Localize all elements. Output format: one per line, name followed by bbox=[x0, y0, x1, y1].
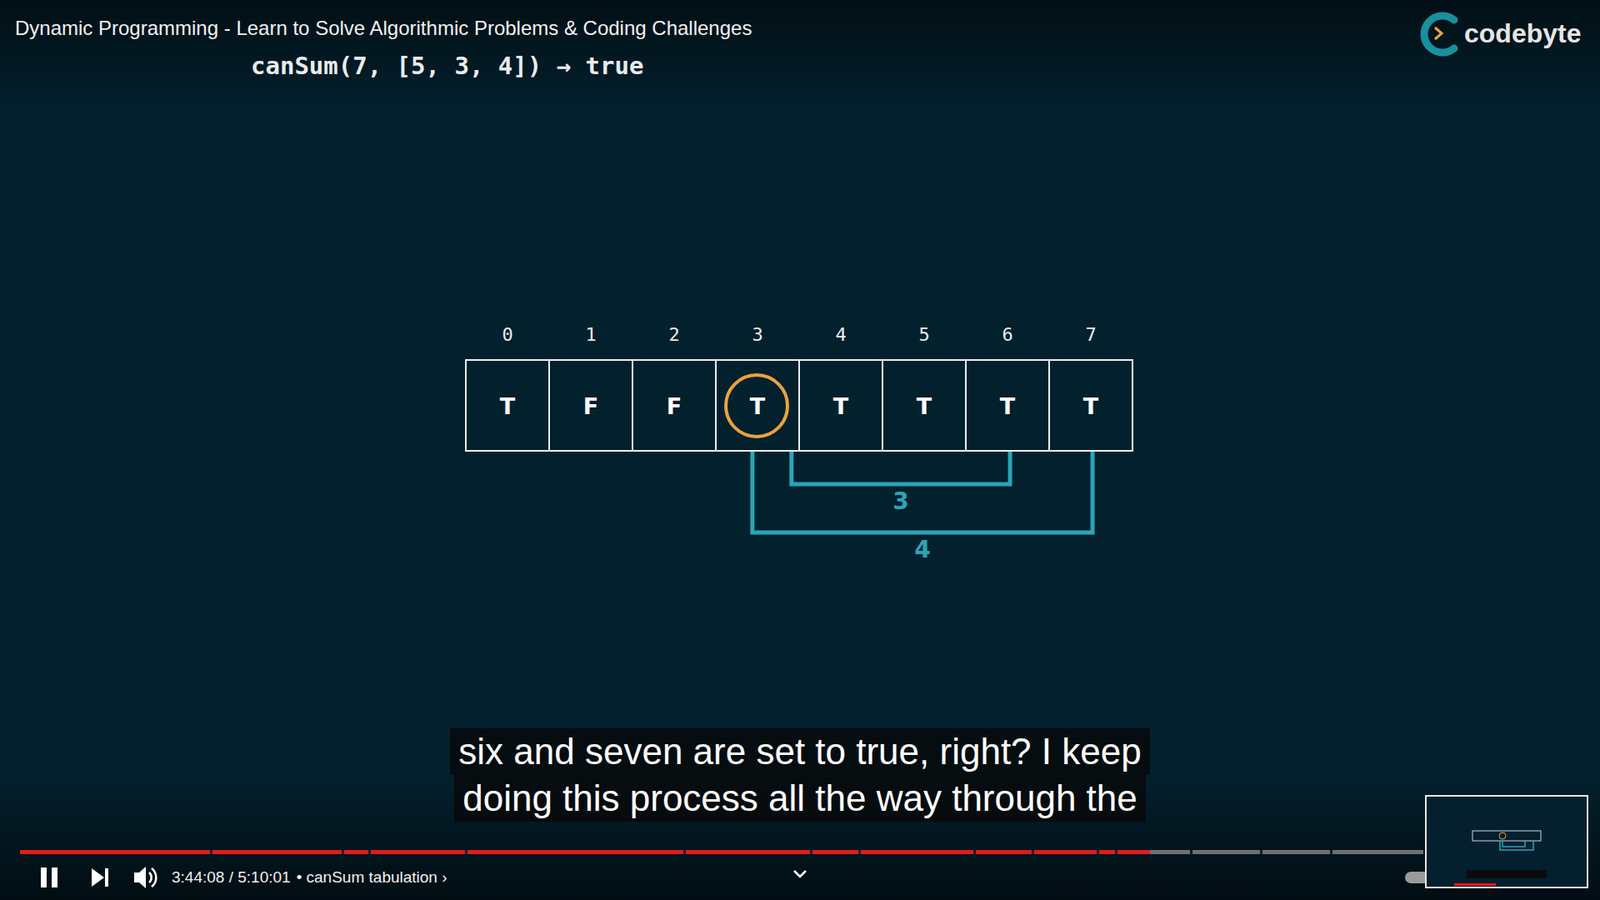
table-cell: 0T bbox=[465, 359, 550, 452]
bracket-connector bbox=[791, 451, 1010, 485]
chapter-title: • canSum tabulation › bbox=[296, 867, 448, 888]
preview-thumbnail bbox=[1425, 795, 1588, 888]
logo-icon bbox=[1424, 15, 1455, 53]
bracket-connector bbox=[752, 451, 1093, 533]
cell-value: T bbox=[1050, 392, 1132, 419]
video-title: Dynamic Programming - Learn to Solve Alg… bbox=[15, 16, 752, 40]
volume-icon bbox=[134, 866, 156, 889]
index-label: 0 bbox=[466, 324, 549, 345]
index-label: 3 bbox=[716, 324, 799, 345]
cell-value: T bbox=[966, 392, 1049, 419]
index-label: 2 bbox=[633, 324, 715, 345]
table-cell: 3T bbox=[715, 359, 800, 452]
index-label: 5 bbox=[883, 324, 965, 345]
index-label: 6 bbox=[966, 324, 1049, 345]
bottom-shade bbox=[0, 775, 1600, 900]
index-label: 1 bbox=[550, 324, 632, 345]
cell-value: F bbox=[550, 392, 632, 419]
time-display: 3:44:08 / 5:10:01 bbox=[171, 867, 291, 888]
table-cell: 7T bbox=[1048, 359, 1134, 452]
edge-label: 4 bbox=[914, 535, 930, 564]
index-label: 7 bbox=[1050, 324, 1132, 345]
top-shade bbox=[0, 0, 1600, 109]
cell-value: T bbox=[466, 392, 549, 419]
channel-logo: codebyte bbox=[1464, 18, 1581, 50]
cell-value: T bbox=[800, 392, 882, 419]
table-cell: 6T bbox=[965, 359, 1050, 452]
subtitle-row: six and seven are set to true, right? I … bbox=[0, 728, 1600, 775]
table-cell: 4T bbox=[798, 359, 884, 452]
table-cell: 2F bbox=[631, 359, 717, 452]
subtitle-line: doing this process all the way through t… bbox=[454, 775, 1146, 822]
progress-track bbox=[20, 850, 1424, 855]
subtitle-line: six and seven are set to true, right? I … bbox=[450, 728, 1150, 775]
index-label: 4 bbox=[800, 324, 882, 345]
cell-value: T bbox=[883, 392, 965, 419]
subtitle-row: doing this process all the way through t… bbox=[0, 775, 1600, 822]
progress-played bbox=[20, 850, 1150, 855]
pause-icon bbox=[40, 867, 58, 888]
table-cell: 1F bbox=[548, 359, 634, 452]
chapter-gaps bbox=[210, 850, 1333, 855]
cell-value: T bbox=[716, 392, 799, 419]
next-icon bbox=[91, 868, 109, 887]
diagram-heading: canSum(7, [5, 3, 4]) → true bbox=[250, 51, 644, 80]
cell-value: F bbox=[633, 392, 715, 419]
table-cell: 5T bbox=[881, 359, 967, 452]
edge-label: 3 bbox=[892, 487, 909, 515]
control-row: 3:44:08 / 5:10:01• canSum tabulation › bbox=[171, 867, 448, 888]
chevron-icon bbox=[794, 870, 806, 877]
